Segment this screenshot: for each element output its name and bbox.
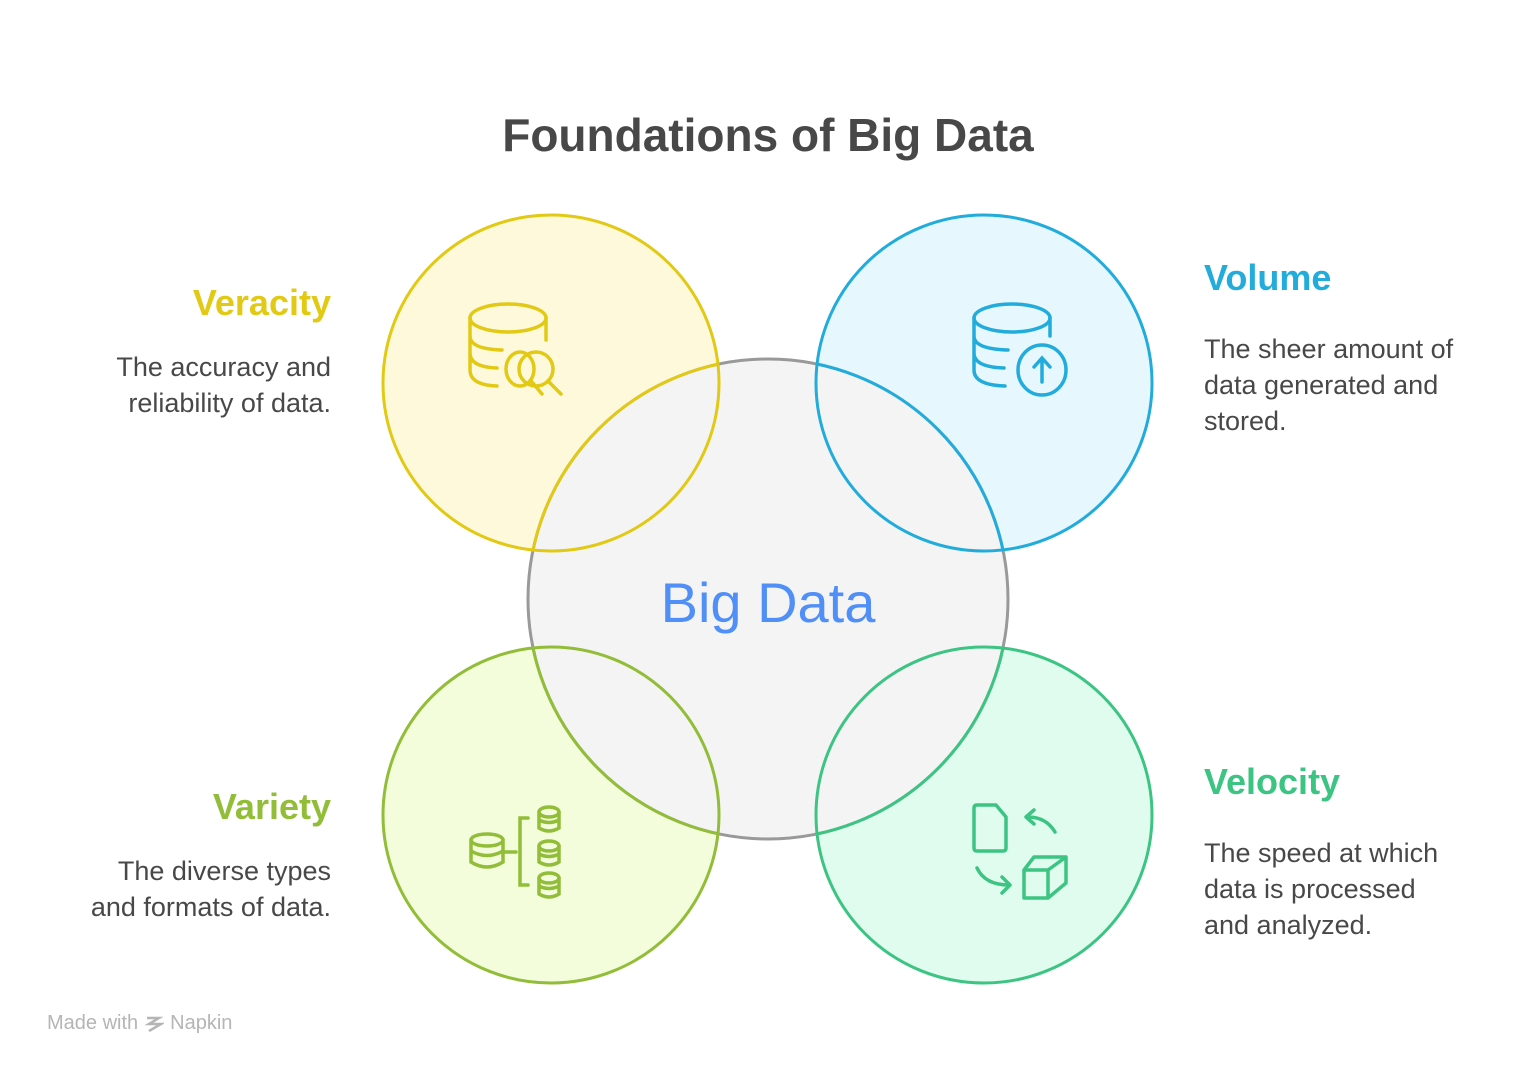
desc-line: data generated and bbox=[1204, 370, 1439, 400]
volume-heading: Volume bbox=[1204, 257, 1332, 298]
volume-circle bbox=[814, 213, 1154, 553]
variety-circle bbox=[381, 645, 721, 985]
desc-line: The accuracy and bbox=[116, 352, 331, 382]
made-with-napkin-footer[interactable]: Made with Napkin bbox=[47, 1012, 232, 1035]
veracity-circle bbox=[381, 213, 721, 553]
footer-prefix: Made with bbox=[47, 1012, 139, 1034]
velocity-circle bbox=[814, 645, 1154, 985]
napkin-logo-icon bbox=[144, 1016, 165, 1032]
veracity-heading: Veracity bbox=[192, 282, 331, 323]
variety-description: The diverse types and formats of data. bbox=[91, 853, 331, 925]
desc-line: The diverse types bbox=[117, 856, 331, 886]
page-title: Foundations of Big Data bbox=[502, 109, 1034, 161]
desc-line: The sheer amount of bbox=[1204, 334, 1454, 364]
desc-line: data is processed bbox=[1204, 874, 1416, 904]
desc-line: The speed at which bbox=[1204, 838, 1439, 868]
desc-line: and formats of data. bbox=[90, 892, 331, 922]
velocity-description: The speed at which data is processed and… bbox=[1204, 835, 1438, 943]
file-cube-transfer-icon bbox=[972, 803, 1068, 900]
big-data-circle bbox=[526, 357, 1010, 841]
database-tree-icon bbox=[469, 805, 561, 899]
veracity-description: The accuracy and reliability of data. bbox=[116, 349, 331, 421]
volume-description: The sheer amount of data generated and s… bbox=[1204, 331, 1453, 439]
desc-line: stored. bbox=[1204, 406, 1287, 436]
database-upload-icon bbox=[972, 302, 1068, 397]
velocity-heading: Velocity bbox=[1204, 761, 1341, 802]
database-search-icon bbox=[468, 302, 563, 396]
desc-line: and analyzed. bbox=[1204, 910, 1373, 940]
center-label: Big Data bbox=[660, 571, 876, 634]
variety-heading: Variety bbox=[212, 786, 331, 827]
footer-brand: Napkin bbox=[170, 1012, 233, 1034]
desc-line: reliability of data. bbox=[128, 388, 331, 418]
